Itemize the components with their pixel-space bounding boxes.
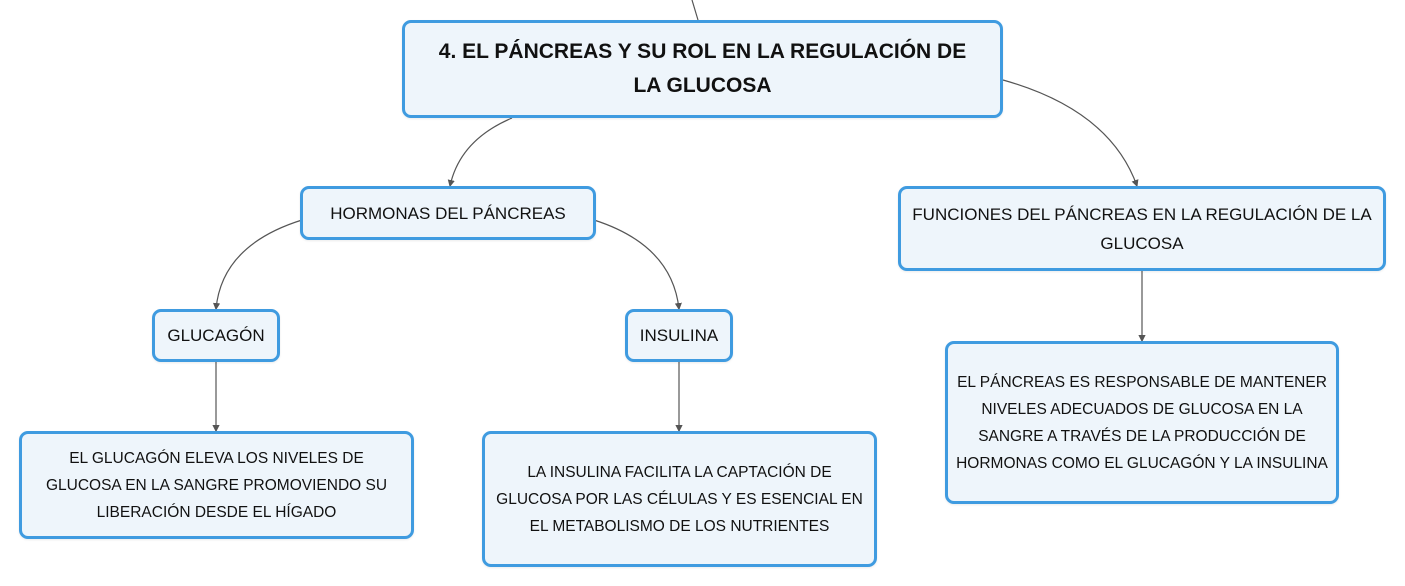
edge-parent-to-root bbox=[691, 0, 699, 21]
hormonas-label: HORMONAS DEL PÁNCREAS bbox=[330, 203, 566, 223]
glucagon-description-text: EL GLUCAGÓN ELEVA LOS NIVELES DE GLUCOSA… bbox=[45, 449, 388, 521]
hormonas-node[interactable]: HORMONAS DEL PÁNCREAS bbox=[300, 186, 596, 240]
insulina-description-node[interactable]: LA INSULINA FACILITA LA CAPTACIÓN DE GLU… bbox=[482, 431, 877, 567]
edge-hormonas-to-glucagon bbox=[212, 219, 303, 311]
root-topic-node[interactable]: 4. EL PÁNCREAS Y SU ROL EN LA REGULACIÓN… bbox=[402, 20, 1003, 118]
funciones-node[interactable]: FUNCIONES DEL PÁNCREAS EN LA REGULACIÓN … bbox=[898, 186, 1386, 271]
insulina-node[interactable]: INSULINA bbox=[625, 309, 733, 362]
glucagon-label: GLUCAGÓN bbox=[167, 326, 265, 345]
funciones-description-node[interactable]: EL PÁNCREAS ES RESPONSABLE DE MANTENER N… bbox=[945, 341, 1339, 504]
edge-root-to-hormonas bbox=[447, 117, 513, 188]
insulina-label: INSULINA bbox=[639, 326, 719, 345]
glucagon-description-node[interactable]: EL GLUCAGÓN ELEVA LOS NIVELES DE GLUCOSA… bbox=[19, 431, 414, 539]
root-topic-label: 4. EL PÁNCREAS Y SU ROL EN LA REGULACIÓN… bbox=[438, 40, 967, 97]
funciones-description-text: EL PÁNCREAS ES RESPONSABLE DE MANTENER N… bbox=[956, 373, 1328, 472]
funciones-label: FUNCIONES DEL PÁNCREAS EN LA REGULACIÓN … bbox=[912, 204, 1372, 253]
edge-root-to-funciones bbox=[1002, 79, 1139, 188]
edge-hormonas-to-insulina bbox=[593, 219, 682, 311]
insulina-description-text: LA INSULINA FACILITA LA CAPTACIÓN DE GLU… bbox=[496, 463, 863, 535]
glucagon-node[interactable]: GLUCAGÓN bbox=[152, 309, 280, 362]
